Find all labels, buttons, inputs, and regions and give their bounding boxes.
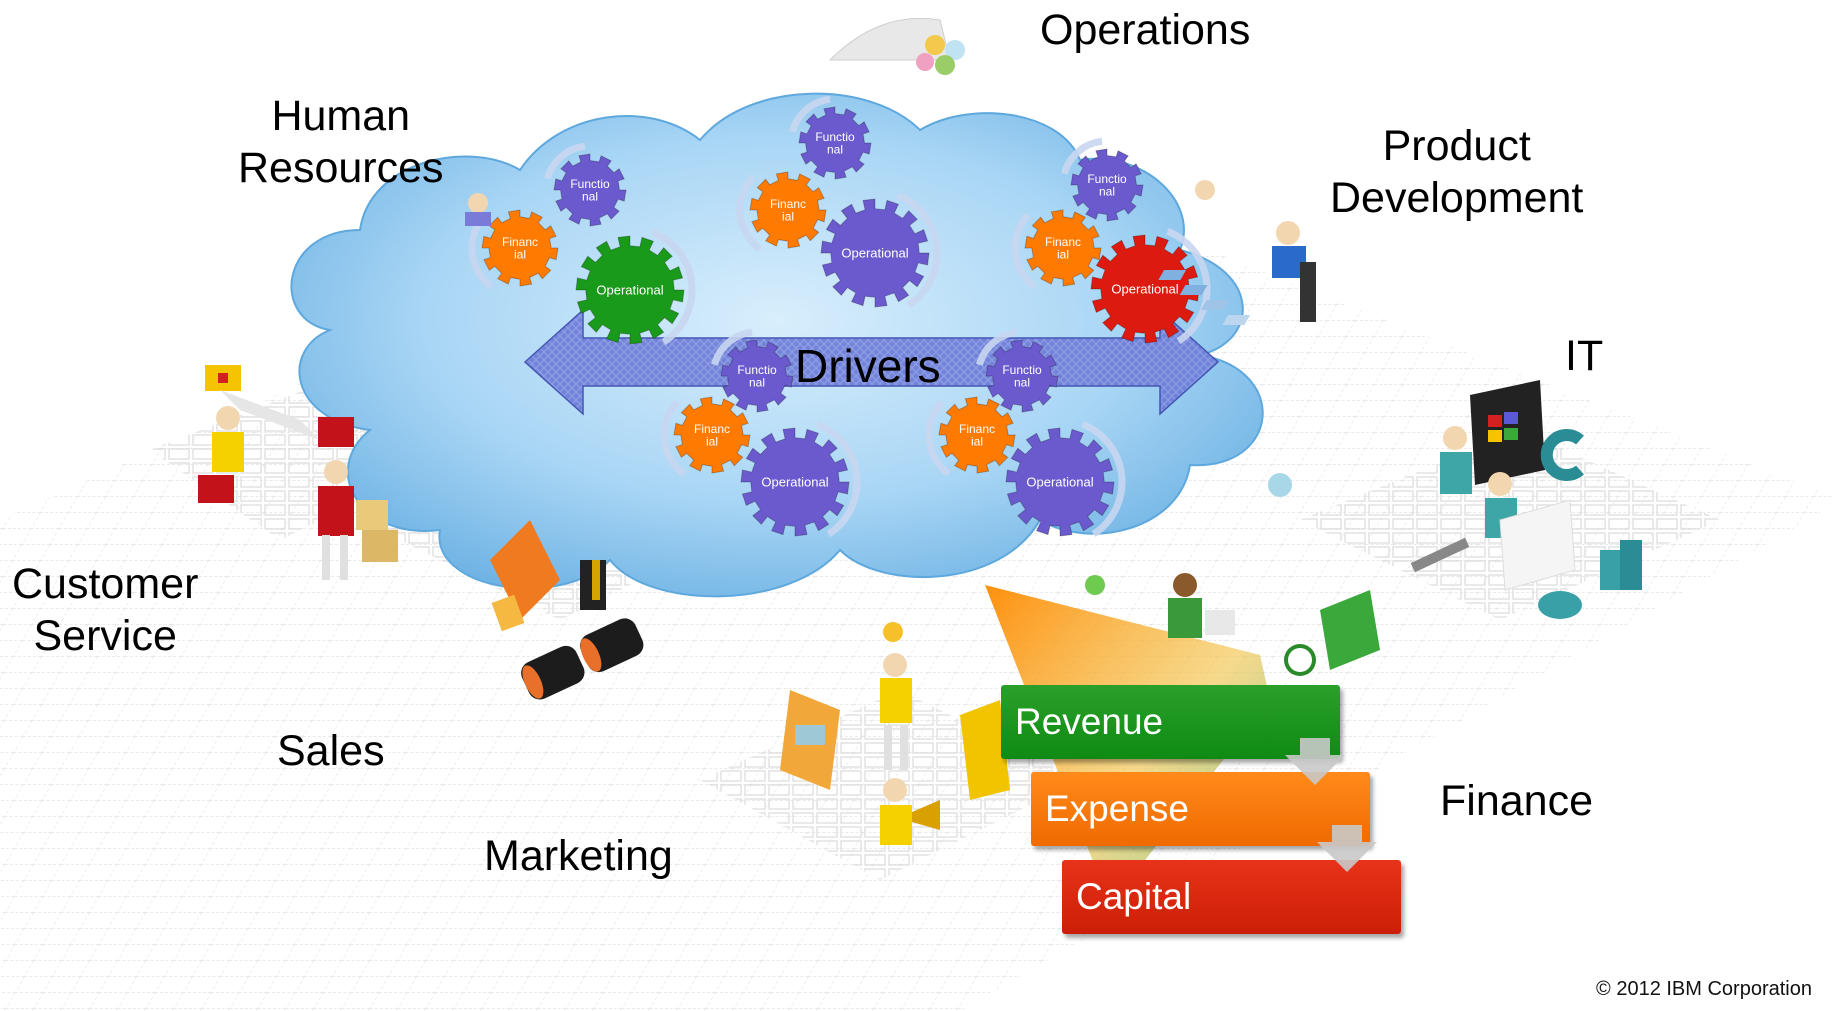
label-it: IT (1565, 332, 1604, 380)
copyright-notice: © 2012 IBM Corporation (1596, 978, 1812, 1000)
label-customer-service: Customer Service (12, 560, 199, 660)
rotation-arrow (651, 228, 696, 346)
gear-left-operational-shape (740, 427, 850, 537)
rotation-arrow (896, 191, 941, 309)
rotation-arrow (711, 328, 753, 366)
gear-groups: FunctionalFinancialOperationalFunctional… (468, 95, 1211, 538)
gear-hr-operational: Operational (575, 235, 685, 345)
rotation-arrow (789, 95, 831, 133)
gear-left-operational: Operational (740, 427, 850, 537)
label-finance: Finance (1440, 777, 1593, 825)
gear-pd-operational-shape (1090, 234, 1200, 344)
gear-pd-operational-label: Operational (1111, 282, 1178, 297)
gear-left-functional-shape (720, 339, 794, 413)
rotation-arrow (1081, 420, 1126, 538)
gear-pd-financial-shape (1024, 209, 1102, 287)
rotation-arrow (736, 174, 762, 252)
gear-hr-operational-label: Operational (596, 283, 663, 298)
gear-left-financial-shape (673, 396, 751, 474)
revenue-box: Revenue (1001, 685, 1340, 759)
gear-pd-functional-label: Functio (1087, 172, 1127, 186)
gear-ops-financial-label: ial (782, 210, 794, 224)
expense-box: Expense (1031, 772, 1370, 846)
gear-hr-financial-label: Financ (502, 235, 538, 249)
gear-hr-operational-shape (575, 235, 685, 345)
hr-scene (465, 193, 491, 226)
gear-left-financial-label: ial (706, 435, 718, 449)
gear-hr-financial-label: ial (514, 248, 526, 262)
finance-scene (1085, 473, 1380, 676)
gear-right-functional-shape (985, 339, 1059, 413)
label-operations: Operations (1040, 6, 1251, 54)
rotation-arrow (1061, 137, 1103, 175)
gear-right-functional-label: nal (1014, 376, 1030, 390)
gear-left-functional-label: nal (749, 376, 765, 390)
gear-right-operational: Operational (1005, 427, 1115, 537)
gear-ops-functional-label: Functio (815, 130, 855, 144)
gear-right-financial-label: ial (971, 435, 983, 449)
gear-pd-financial-label: ial (1057, 248, 1069, 262)
gear-hr-financial-shape (481, 209, 559, 287)
gear-left-financial-label: Financ (694, 422, 730, 436)
label-human-resources: Human Resources (238, 92, 444, 192)
label-sales: Sales (277, 727, 385, 775)
rotation-arrow (660, 399, 686, 477)
gear-right-financial-label: Financ (959, 422, 995, 436)
customer-service-scene (198, 365, 398, 580)
gear-left-functional-label: Functio (737, 363, 777, 377)
gear-right-functional-label: Functio (1002, 363, 1042, 377)
gear-ops-functional-shape (798, 106, 872, 180)
gear-hr-functional-label: nal (582, 190, 598, 204)
gear-ops-operational: Operational (820, 198, 930, 308)
capital-box: Capital (1062, 860, 1401, 934)
gear-pd-functional-shape (1070, 148, 1144, 222)
gear-pd-financial-label: Financ (1045, 235, 1081, 249)
marketing-scene (780, 622, 1010, 845)
gear-pd-functional-label: nal (1099, 185, 1115, 199)
gear-ops-functional-label: nal (827, 143, 843, 157)
gear-right-operational-shape (1005, 427, 1115, 537)
it-scene (1410, 380, 1642, 619)
rotation-arrow (925, 399, 951, 477)
gear-left-operational-label: Operational (761, 475, 828, 490)
rotation-arrow (816, 420, 861, 538)
gear-ops-operational-shape (820, 198, 930, 308)
rotation-arrow (1011, 212, 1037, 290)
gear-hr-functional-label: Functio (570, 177, 610, 191)
drivers-label: Drivers (795, 340, 941, 392)
operations-scene (828, 17, 965, 75)
rotation-arrow (1166, 227, 1211, 345)
rotation-arrow (544, 142, 586, 180)
gear-ops-financial-shape (749, 171, 827, 249)
gear-right-financial-shape (938, 396, 1016, 474)
product-development-scene (1158, 180, 1316, 325)
rotation-arrow (976, 328, 1018, 366)
gear-ops-operational-label: Operational (841, 246, 908, 261)
gear-right-operational-label: Operational (1026, 475, 1093, 490)
label-product-development: Product Development (1330, 122, 1584, 222)
gear-hr-functional-shape (553, 153, 627, 227)
gear-pd-operational: Operational (1090, 234, 1200, 344)
drivers-double-arrow (523, 308, 1220, 416)
sales-scene (490, 520, 644, 700)
gear-ops-financial-label: Financ (770, 197, 806, 211)
label-marketing: Marketing (484, 832, 673, 880)
